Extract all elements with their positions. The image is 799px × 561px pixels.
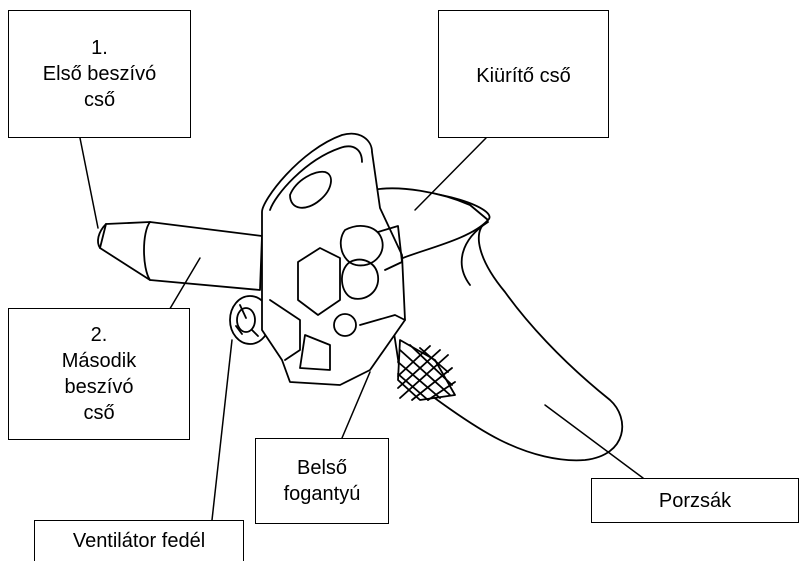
callout-text: Kiürítő cső: [476, 63, 570, 89]
engine-housing: [262, 134, 405, 385]
callout-text: beszívó: [65, 374, 134, 400]
callout-text: Porzsák: [659, 488, 731, 514]
callout-number: 1.: [91, 35, 108, 61]
callout-outlet-tube: Kiürítő cső: [438, 10, 609, 138]
callout-inner-handle: Belső fogantyú: [255, 438, 389, 524]
callout-number: 2.: [91, 322, 108, 348]
callout-fan-cover: Ventilátor fedél: [34, 520, 244, 561]
callout-text: Belső: [297, 455, 347, 481]
callout-text: fogantyú: [284, 481, 361, 507]
intake-tube: [98, 222, 262, 290]
callout-text: Második: [62, 348, 136, 374]
callout-dust-bag: Porzsák: [591, 478, 799, 523]
callout-text: cső: [83, 400, 114, 426]
callout-text: cső: [84, 87, 115, 113]
callout-text: Ventilátor fedél: [73, 528, 205, 554]
callout-second-intake-tube: 2. Második beszívó cső: [8, 308, 190, 440]
callout-text: Első beszívó: [43, 61, 156, 87]
callout-first-intake-tube: 1. Első beszívó cső: [8, 10, 191, 138]
